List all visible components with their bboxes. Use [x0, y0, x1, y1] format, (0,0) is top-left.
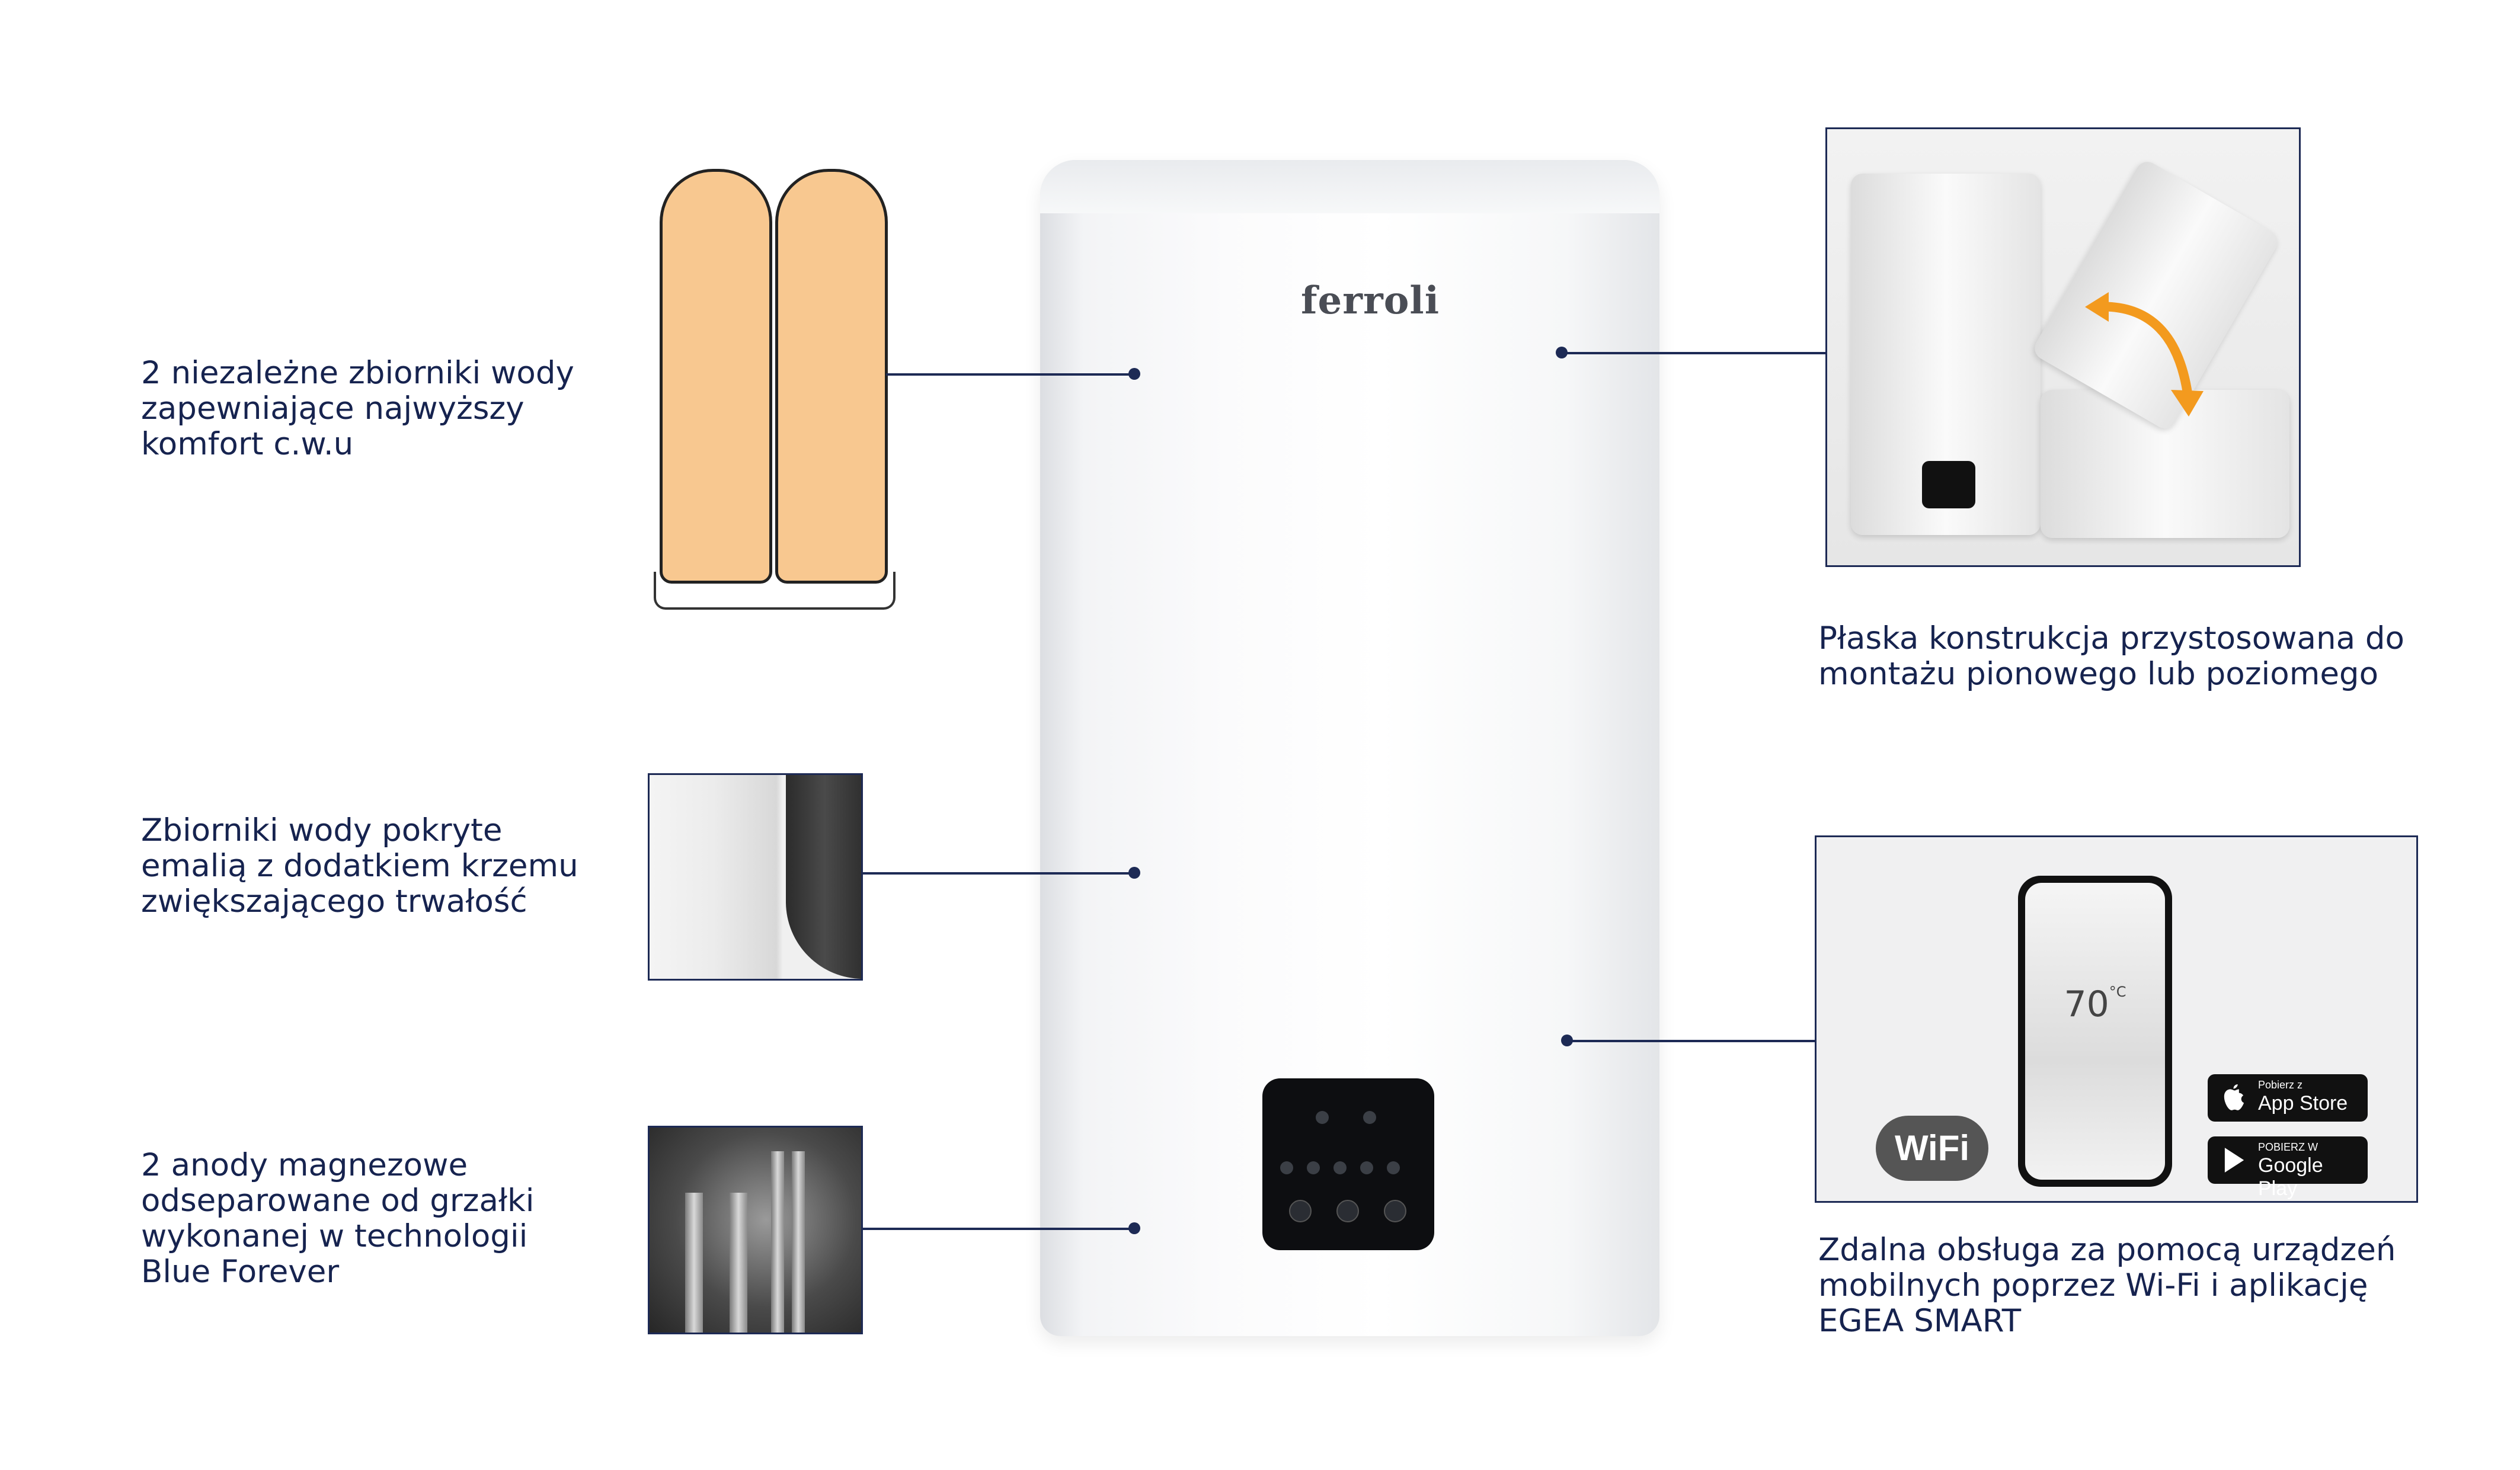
feature-flat-caption: Płaska konstrukcja przystosowana do mont…: [1818, 620, 2404, 692]
phone-screen: 70°C: [2025, 883, 2165, 1180]
anode-rod: [730, 1193, 747, 1333]
enamel-thumbnail: [648, 773, 863, 981]
heater-rod: [771, 1151, 784, 1333]
panel-light: [1280, 1161, 1293, 1174]
connector-dot-remote: [1561, 1035, 1573, 1046]
panel-light: [1363, 1111, 1376, 1124]
connector-dot-enamel: [1128, 867, 1140, 879]
feature-tanks-caption: 2 niezależne zbiorniki wody zapewniające…: [141, 355, 574, 462]
tanks-thumbnail: [648, 157, 897, 631]
feature-enamel-caption: Zbiorniki wody pokryte emalią z dodatkie…: [141, 812, 578, 920]
flat-construction-thumbnail: [1825, 127, 2301, 567]
tank-left: [660, 169, 772, 584]
panel-light: [1316, 1111, 1329, 1124]
google-play-small: POBIERZ W: [2258, 1141, 2318, 1153]
app-store-badge[interactable]: Pobierz z App Store: [2208, 1074, 2368, 1122]
feature-remote-caption: Zdalna obsługa za pomocą urządzeń mobiln…: [1818, 1232, 2396, 1339]
app-store-label: App Store: [2258, 1092, 2348, 1114]
connector-line-anodes: [863, 1228, 1134, 1230]
panel-light: [1387, 1161, 1400, 1174]
connector-dot-tanks: [1128, 368, 1140, 380]
tanks-base: [654, 572, 896, 610]
wifi-logo: WiFi: [1876, 1116, 1988, 1181]
connector-line-flat: [1561, 352, 1825, 354]
heater-rod: [792, 1151, 805, 1333]
temperature-display: 70°C: [2025, 984, 2165, 1025]
panel-light: [1360, 1161, 1373, 1174]
rotate-arrow-icon: [2085, 292, 2204, 417]
tank-right: [775, 169, 888, 584]
remote-control-thumbnail: WiFi 70°C Pobierz z App Store POBIERZ W …: [1815, 835, 2418, 1203]
connector-line-remote: [1566, 1040, 1815, 1042]
connector-line-tanks: [886, 373, 1134, 376]
panel-button: [1384, 1200, 1406, 1222]
connector-line-enamel: [863, 872, 1134, 875]
google-play-icon: [2224, 1148, 2244, 1173]
connector-dot-anodes: [1128, 1222, 1140, 1234]
control-panel: [1262, 1078, 1434, 1250]
google-play-label: Google Play: [2258, 1154, 2323, 1200]
panel-light: [1333, 1161, 1347, 1174]
smartphone: 70°C: [2018, 876, 2172, 1187]
panel-button: [1289, 1200, 1312, 1222]
app-store-small: Pobierz z: [2258, 1079, 2303, 1091]
heater-top: [1040, 160, 1659, 213]
anode-rod: [685, 1193, 703, 1333]
brand-logo: ferroli: [1301, 278, 1440, 323]
apple-icon: [2224, 1084, 2244, 1110]
anodes-thumbnail: [648, 1126, 863, 1334]
mini-control-panel: [1922, 461, 1975, 508]
google-play-badge[interactable]: POBIERZ W Google Play: [2208, 1136, 2368, 1200]
panel-button: [1336, 1200, 1359, 1222]
connector-dot-flat: [1556, 347, 1568, 358]
anodes-image: [650, 1128, 861, 1333]
feature-anodes-caption: 2 anody magnezowe odseparowane od grzałk…: [141, 1147, 535, 1290]
temperature-value: 70: [2064, 984, 2109, 1025]
water-heater-image: ferroli: [1040, 160, 1659, 1336]
temperature-unit: °C: [2109, 984, 2126, 1000]
panel-light: [1307, 1161, 1320, 1174]
